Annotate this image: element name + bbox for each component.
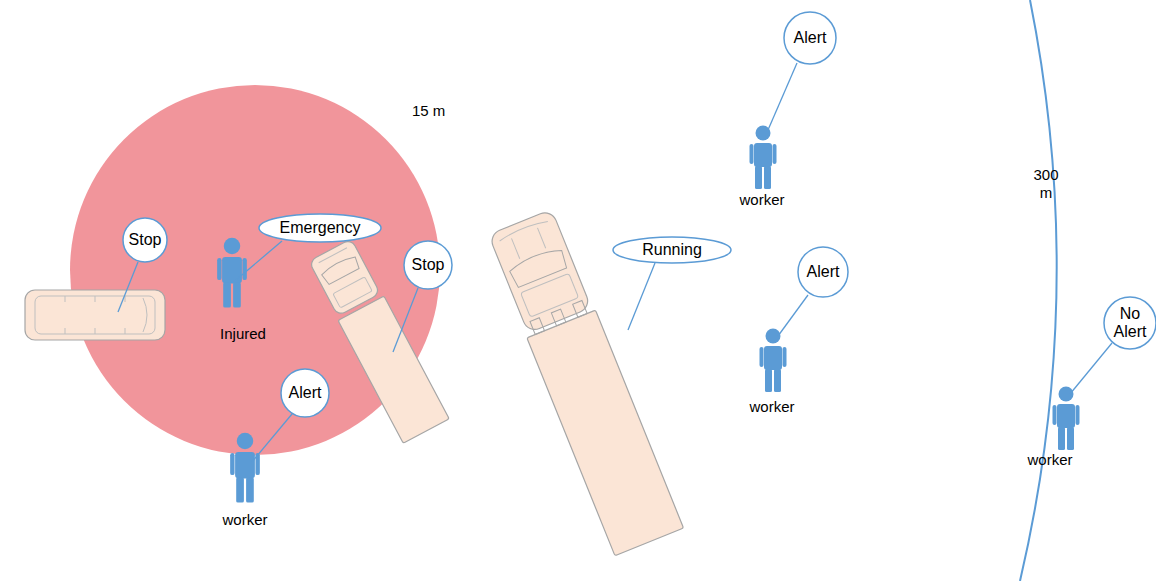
leader-line xyxy=(628,263,655,330)
zone-circle xyxy=(70,85,440,455)
callout-outline xyxy=(259,214,381,242)
callout-ellipse: Running xyxy=(612,236,732,264)
person-label: worker xyxy=(732,398,812,416)
truck-coupling xyxy=(530,318,545,335)
worker-person xyxy=(1053,387,1080,451)
callout-outline xyxy=(1104,297,1156,349)
range-arc xyxy=(1020,0,1057,581)
truck-coupling xyxy=(573,301,588,318)
callout-ellipse: Emergency xyxy=(258,213,382,243)
callout-circle: Alert xyxy=(280,368,330,418)
truck-trailer xyxy=(527,310,684,556)
callout-text: Alert xyxy=(794,29,827,47)
truck-windshield xyxy=(508,246,569,288)
zone-radius-label: 15 m xyxy=(412,102,445,120)
person-label: worker xyxy=(205,511,285,529)
callout-circle: Stop xyxy=(403,240,453,290)
truck-cab xyxy=(488,209,591,333)
callout-circle: Stop xyxy=(122,217,168,263)
person-label: worker xyxy=(1010,451,1090,469)
person-label: Injured xyxy=(203,325,283,343)
callout-circle: Alert xyxy=(797,246,849,298)
callout-text: Alert xyxy=(289,384,322,402)
worker-person xyxy=(760,329,787,393)
leader-line xyxy=(778,295,808,336)
worker-person xyxy=(750,126,777,190)
callout-text: Emergency xyxy=(280,219,361,237)
truck-hood xyxy=(512,238,520,258)
callout-text: Stop xyxy=(412,256,445,274)
callout-text: Running xyxy=(642,241,702,259)
callout-outline xyxy=(613,237,731,263)
callout-outline xyxy=(798,247,848,297)
callout-outline xyxy=(281,369,329,417)
callout-text: No Alert xyxy=(1104,305,1156,341)
truck-hood xyxy=(537,228,545,248)
callout-circle: No Alert xyxy=(1103,296,1156,350)
van-line xyxy=(65,296,66,302)
distance-label: 300 m xyxy=(1029,166,1063,202)
leader-line xyxy=(1070,343,1112,394)
truck-coupling xyxy=(551,309,566,326)
person-label: worker xyxy=(722,191,802,209)
callout-text: Alert xyxy=(807,263,840,281)
callout-outline xyxy=(404,241,452,289)
callout-text: Stop xyxy=(129,231,162,249)
van-line xyxy=(65,328,66,334)
callout-circle: Alert xyxy=(783,11,837,65)
danger-zone: 15 mStopEmergencyStopAlert xyxy=(70,85,440,455)
truck-hood xyxy=(499,219,548,241)
truck-roof xyxy=(521,273,579,317)
leader-line xyxy=(768,63,797,130)
callout-outline xyxy=(784,12,836,64)
zone-shape xyxy=(70,85,440,455)
callout-outline xyxy=(123,218,167,262)
